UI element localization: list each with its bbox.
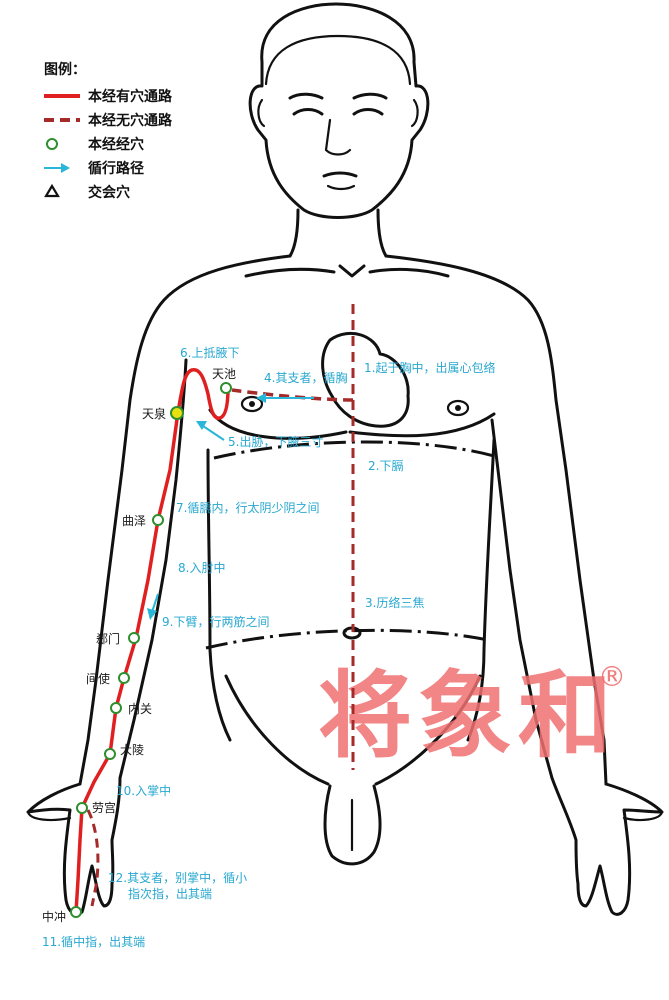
shoulder-left: [78, 254, 292, 786]
path-arrows: [147, 393, 314, 620]
acupoint-jianshi-marker: [118, 672, 130, 684]
ear-left: [257, 98, 266, 128]
body-outline: [26, 2, 664, 916]
acupoint-daling-marker: [104, 748, 116, 760]
route-label: 9.下臂，行两筋之间: [162, 614, 269, 629]
torso-right: [466, 438, 496, 742]
legend-label: 交会穴: [88, 184, 130, 201]
registered-mark: ®: [598, 660, 626, 693]
acupoint-neiguan-marker: [110, 702, 122, 714]
legend-item: 交会穴: [44, 183, 130, 201]
clavicle-left: [244, 267, 336, 278]
eyebrow-left: [288, 92, 324, 100]
nose: [324, 118, 352, 156]
acupoint-label: 内关: [128, 702, 152, 716]
lower-lip: [326, 184, 356, 191]
acupoints: 天池 天泉 曲泽 郄门 间使 内关 大陵 劳宫 中冲: [42, 367, 236, 924]
legend: 图例： 本经有穴通路 本经无穴通路 本经经穴 循行路径 交会穴: [44, 61, 173, 201]
eyebrow-right: [352, 92, 388, 100]
black-triangle-icon: [44, 183, 60, 198]
thumb-right: [622, 810, 664, 822]
inguinal-left: [224, 674, 330, 786]
route-annotations: 1.起于胸中，出属心包络 2.下膈 3.历络三焦 4.其支者，循胸 5.出胁，下…: [42, 345, 495, 949]
head-outline: [248, 2, 430, 219]
route-label: 1.起于胸中，出属心包络: [364, 360, 495, 375]
route-label: 8.入肘中: [178, 560, 225, 575]
acupoint-tianchi-marker: [220, 382, 232, 394]
arrow-icon: [196, 421, 225, 441]
acupoint-zhongchong-marker: [70, 906, 82, 918]
pectoral-right: [348, 412, 496, 438]
nipple-right-center: [455, 405, 461, 411]
route-label: 3.历络三焦: [365, 595, 424, 610]
nipple-left-center: [249, 401, 255, 407]
route-label: 5.出胁，下腋三寸: [228, 434, 323, 449]
clavicle-right: [368, 267, 450, 278]
legend-label: 本经有穴通路: [88, 88, 173, 105]
route-arm-solid: [74, 368, 230, 914]
route-label: 4.其支者，循胸: [264, 370, 347, 385]
acupoint-label: 中冲: [42, 909, 66, 924]
acupoint-label: 天池: [212, 367, 236, 381]
acupoint-tianquan-marker: [170, 406, 184, 420]
ear-right: [410, 98, 419, 128]
heart-outline: [321, 331, 410, 428]
genitals: [323, 784, 382, 866]
mouth: [322, 171, 358, 178]
watermark: 将象和 ®: [318, 660, 626, 771]
route-label: 7.循臑内，行太阴少阴之间: [176, 500, 319, 515]
inguinal-right: [374, 674, 482, 786]
legend-label: 循行路径: [88, 160, 144, 177]
eye-right: [352, 108, 384, 116]
acupoint-label: 曲泽: [122, 514, 146, 528]
route-label: 10.入掌中: [116, 783, 171, 798]
waist-line: [205, 628, 489, 650]
meridian-routes: [74, 304, 355, 914]
legend-label: 本经经穴: [88, 136, 144, 153]
acupoint-quze-marker: [152, 514, 164, 526]
legend-item: 本经无穴通路: [44, 112, 173, 129]
neck-right: [376, 208, 388, 258]
acupoint-label: 郄门: [96, 631, 120, 646]
route-ring-finger-dashed: [86, 809, 100, 907]
route-label: 指次指，出其端: [128, 886, 212, 901]
arrow-icon: [147, 593, 159, 620]
hand-right: [550, 776, 664, 916]
shoulder-right: [384, 254, 608, 786]
sternal-notch: [338, 264, 366, 278]
legend-title: 图例：: [44, 61, 86, 78]
route-label: 12.其支者，别掌中，循小: [108, 870, 247, 885]
legend-item: 本经经穴: [46, 136, 144, 153]
acupoint-ximen-marker: [128, 632, 140, 644]
arrow-icon: [256, 393, 314, 403]
nipple-right: [446, 399, 470, 417]
green-circle-icon: [46, 138, 58, 150]
acupoint-label: 天泉: [142, 407, 166, 421]
hair-line: [264, 34, 412, 86]
acupoint-label: 大陵: [120, 743, 144, 757]
eye-left: [292, 108, 324, 116]
watermark-text: 将象和: [318, 662, 618, 771]
neck-left: [288, 208, 300, 258]
torso-left: [206, 448, 232, 742]
legend-item: 本经有穴通路: [44, 88, 173, 105]
acupoint-label: 劳宫: [92, 800, 116, 815]
hand-left: [26, 776, 122, 916]
legend-item: 循行路径: [44, 160, 144, 177]
acupoint-laogong-marker: [76, 802, 88, 814]
route-label: 6.上抵腋下: [180, 345, 239, 360]
route-label: 11.循中指，出其端: [42, 934, 145, 949]
nipple-left: [240, 395, 264, 413]
route-label: 2.下膈: [368, 459, 403, 473]
acupoint-label: 间使: [86, 671, 110, 686]
cyan-arrow-icon: [44, 163, 70, 173]
legend-label: 本经无穴通路: [88, 112, 173, 129]
diaphragm-line: [213, 440, 495, 460]
thumb-left: [26, 810, 72, 822]
